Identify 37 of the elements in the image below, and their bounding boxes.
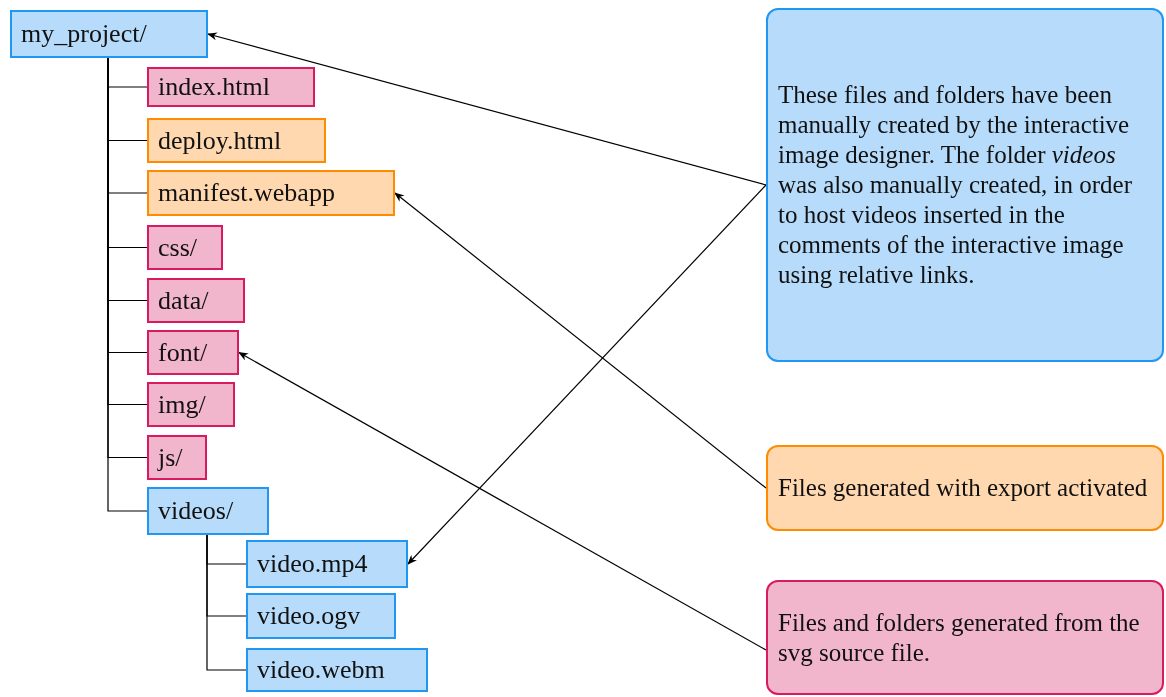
file-box xyxy=(246,540,408,588)
file-box xyxy=(147,435,207,480)
file-name: video.webm xyxy=(257,657,385,683)
file-name: img/ xyxy=(158,391,206,418)
note-text: These files and folders have been manually created by the interactive image designer. The folder videos was also manually created, in order to host videos inserted in the comments of the interactive image using relative links. xyxy=(778,80,1134,290)
file-box xyxy=(147,67,315,107)
file-box xyxy=(147,170,395,216)
file-box xyxy=(246,648,428,692)
file-name: font/ xyxy=(158,339,208,366)
note-box xyxy=(766,8,1164,362)
file-name: css/ xyxy=(158,234,197,261)
note-text: Files and folders generated from the svg source file. xyxy=(778,607,1141,668)
file-name: index.html xyxy=(158,74,270,100)
file-name: js/ xyxy=(158,444,183,471)
arrow xyxy=(407,184,767,565)
file-box xyxy=(10,10,208,58)
arrow xyxy=(238,351,767,651)
note-box xyxy=(766,445,1164,531)
file-name: manifest.webapp xyxy=(158,180,335,206)
arrow xyxy=(207,32,767,186)
file-box xyxy=(147,225,223,270)
file-box xyxy=(147,330,239,375)
tree-line xyxy=(206,534,247,671)
file-name: video.ogv xyxy=(257,603,361,629)
file-box xyxy=(147,382,235,427)
file-name: my_project/ xyxy=(21,21,147,47)
note-text: Files generated with export activated xyxy=(778,473,1148,503)
file-name: video.mp4 xyxy=(257,551,368,577)
file-box xyxy=(147,487,269,535)
file-name: deploy.html xyxy=(158,127,282,154)
file-name: data/ xyxy=(158,287,209,314)
file-box xyxy=(147,118,326,163)
file-name: videos/ xyxy=(158,498,234,524)
file-box xyxy=(246,593,396,639)
note-box xyxy=(766,580,1164,695)
file-box xyxy=(147,278,245,323)
arrow xyxy=(394,192,767,489)
